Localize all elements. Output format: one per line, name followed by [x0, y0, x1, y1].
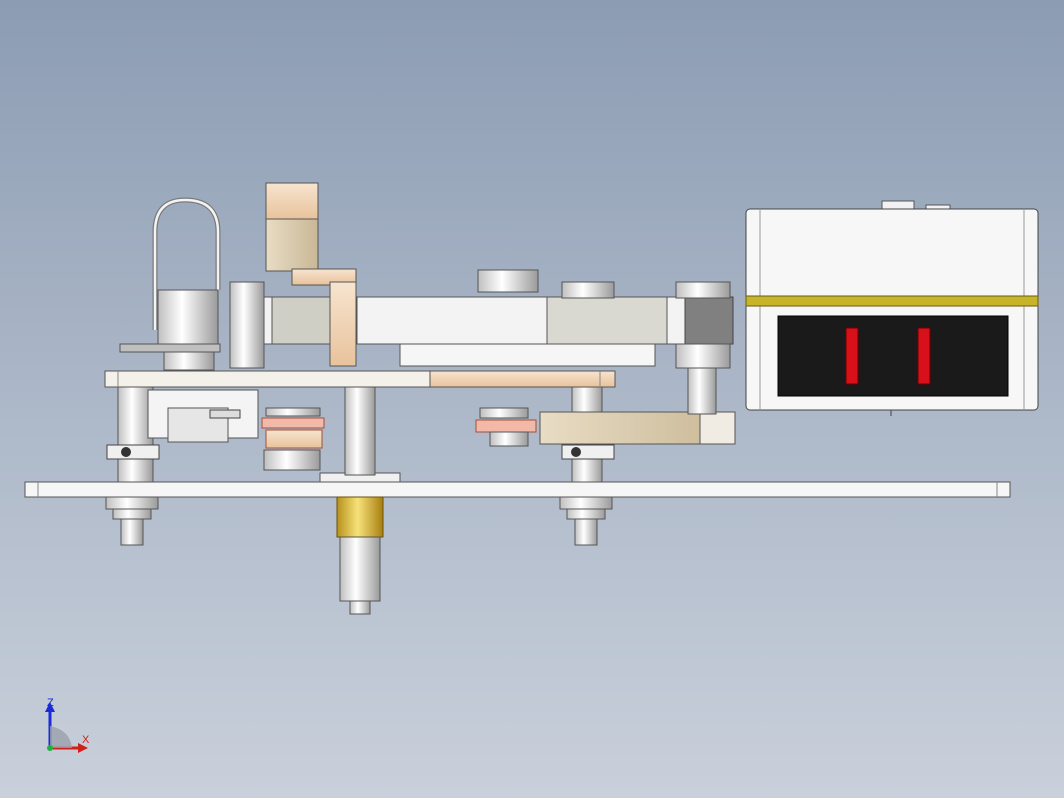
x-axis-label: X	[82, 734, 90, 746]
axis-triad-icon	[45, 702, 88, 753]
left-roller[interactable]	[119, 289, 221, 371]
left-gear-box[interactable]	[147, 389, 259, 443]
carrier-plate[interactable]	[104, 370, 616, 388]
axis-triad: Z X	[30, 690, 110, 760]
pulley-cap-3[interactable]	[561, 281, 615, 299]
left-support-column[interactable]	[106, 386, 160, 483]
pulley-cap-2[interactable]	[477, 269, 539, 293]
control-box[interactable]	[745, 200, 1039, 416]
pulley-cap-4[interactable]	[675, 281, 731, 369]
stepper-motor[interactable]	[265, 182, 357, 367]
base-plate[interactable]	[24, 481, 1011, 498]
main-shaft[interactable]	[319, 384, 401, 615]
z-axis-label: Z	[47, 697, 54, 709]
left-foot-bolt[interactable]	[105, 496, 159, 546]
lower-linkage-arm[interactable]	[539, 367, 736, 445]
cable-loop[interactable]	[152, 197, 221, 330]
right-foot-bolt[interactable]	[559, 496, 613, 546]
pulley-cap-1[interactable]	[229, 281, 265, 369]
left-pulley-stack[interactable]	[261, 407, 325, 471]
center-pulley[interactable]	[475, 407, 537, 447]
